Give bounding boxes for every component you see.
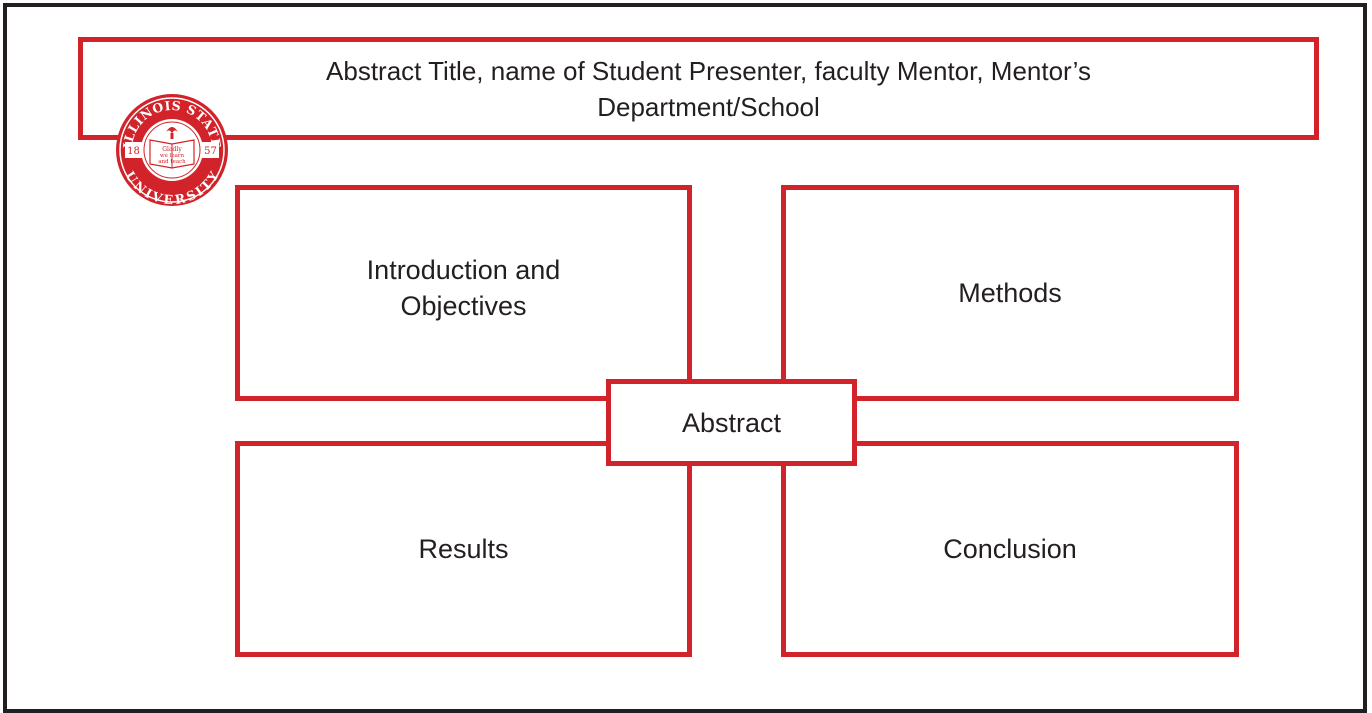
title-box: Abstract Title, name of Student Presente… <box>78 37 1319 140</box>
results-box: Results <box>235 441 692 657</box>
seal-year-right: 57 <box>204 146 217 157</box>
conclusion-label: Conclusion <box>943 534 1077 564</box>
methods-label: Methods <box>958 278 1062 308</box>
seal-motto-3: and teach <box>158 159 186 165</box>
conclusion-box: Conclusion <box>781 441 1239 657</box>
seal-year-left: 18 <box>127 146 140 157</box>
seal-motto-1: Gladly <box>162 146 182 153</box>
introduction-label: Introduction and Objectives <box>366 255 561 321</box>
abstract-box: Abstract <box>606 379 857 466</box>
results-label: Results <box>418 534 509 564</box>
introduction-box: Introduction and Objectives <box>235 185 692 401</box>
methods-box: Methods <box>781 185 1239 401</box>
university-seal-logo: ILLINOIS STATE UNIVERSITY 18 57 Gladly w… <box>116 94 228 207</box>
seal-motto-2: we learn <box>160 153 185 159</box>
poster-title: Abstract Title, name of Student Presente… <box>326 55 1091 122</box>
abstract-label: Abstract <box>681 407 782 438</box>
